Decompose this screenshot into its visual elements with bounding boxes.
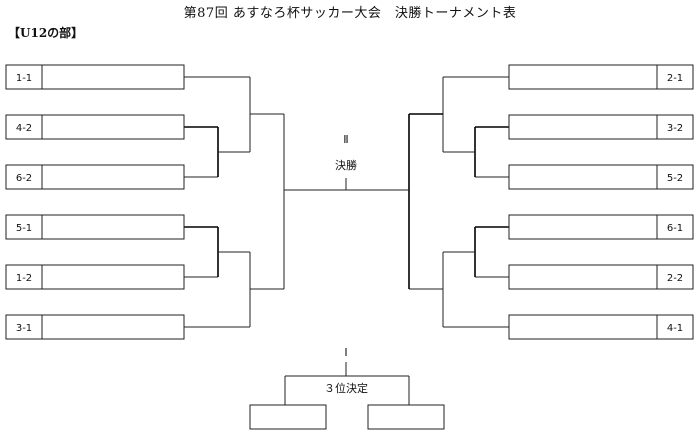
right-entry[interactable]: 4-1	[508, 314, 694, 340]
right-entry[interactable]: 5-2	[508, 164, 694, 190]
left-entry[interactable]: 6-2	[5, 164, 185, 190]
team-name-cell[interactable]	[41, 314, 185, 340]
seed-label: 5-1	[16, 223, 32, 234]
third-place-team-cell[interactable]	[249, 404, 327, 430]
seed-cell	[656, 164, 694, 190]
team-name-cell[interactable]	[508, 64, 658, 90]
seed-label: 1-2	[16, 273, 32, 284]
team-name-cell[interactable]	[508, 314, 658, 340]
page-title: 第87回 あすなろ杯サッカー大会 決勝トーナメント表	[183, 6, 517, 21]
right-entry[interactable]: 6-1	[508, 214, 694, 240]
seed-cell	[656, 314, 694, 340]
left-entry[interactable]: 1-2	[5, 264, 185, 290]
right-entry[interactable]: 2-1	[508, 64, 694, 90]
team-name-cell[interactable]	[41, 64, 185, 90]
third-place-label: ３位決定	[324, 382, 368, 395]
seed-cell	[656, 64, 694, 90]
seed-cell	[656, 214, 694, 240]
third-place-marker: Ⅰ	[344, 346, 348, 359]
seed-label: 5-2	[667, 173, 683, 184]
team-name-cell[interactable]	[41, 214, 185, 240]
seed-cell	[5, 64, 43, 90]
left-entry[interactable]: 3-1	[5, 314, 185, 340]
seed-cell	[5, 314, 43, 340]
seed-cell	[5, 264, 43, 290]
seed-cell	[5, 164, 43, 190]
bracket-entries: 1-1 4-2 6-2 5-1 1-2 3-1 2-1 3-2 5-2 6-1 2-2 4-1	[5, 64, 694, 430]
team-name-cell[interactable]	[508, 164, 658, 190]
left-entry[interactable]: 1-1	[5, 64, 185, 90]
left-entry[interactable]: 5-1	[5, 214, 185, 240]
third-place-entries	[249, 404, 445, 430]
seed-cell	[656, 264, 694, 290]
seed-label: 2-1	[667, 73, 683, 84]
bracket-lines	[184, 76, 509, 405]
team-name-cell[interactable]	[41, 164, 185, 190]
seed-label: 4-1	[667, 323, 683, 334]
seed-cell	[5, 214, 43, 240]
right-entry[interactable]: 3-2	[508, 114, 694, 140]
final-marker: Ⅱ	[343, 133, 349, 146]
team-name-cell[interactable]	[508, 264, 658, 290]
seed-label: 3-1	[16, 323, 32, 334]
left-entry[interactable]: 4-2	[5, 114, 185, 140]
right-entry[interactable]: 2-2	[508, 264, 694, 290]
team-name-cell[interactable]	[41, 264, 185, 290]
seed-label: 3-2	[667, 123, 683, 134]
seed-label: 2-2	[667, 273, 683, 284]
seed-label: 4-2	[16, 123, 32, 134]
final-label: 決勝	[335, 159, 357, 172]
third-place-team-cell[interactable]	[367, 404, 445, 430]
team-name-cell[interactable]	[508, 114, 658, 140]
team-name-cell[interactable]	[508, 214, 658, 240]
division-label: 【U12の部】	[8, 26, 84, 40]
team-name-cell[interactable]	[41, 114, 185, 140]
seed-label: 1-1	[16, 73, 32, 84]
seed-label: 6-2	[16, 173, 32, 184]
seed-cell	[656, 114, 694, 140]
seed-label: 6-1	[667, 223, 683, 234]
